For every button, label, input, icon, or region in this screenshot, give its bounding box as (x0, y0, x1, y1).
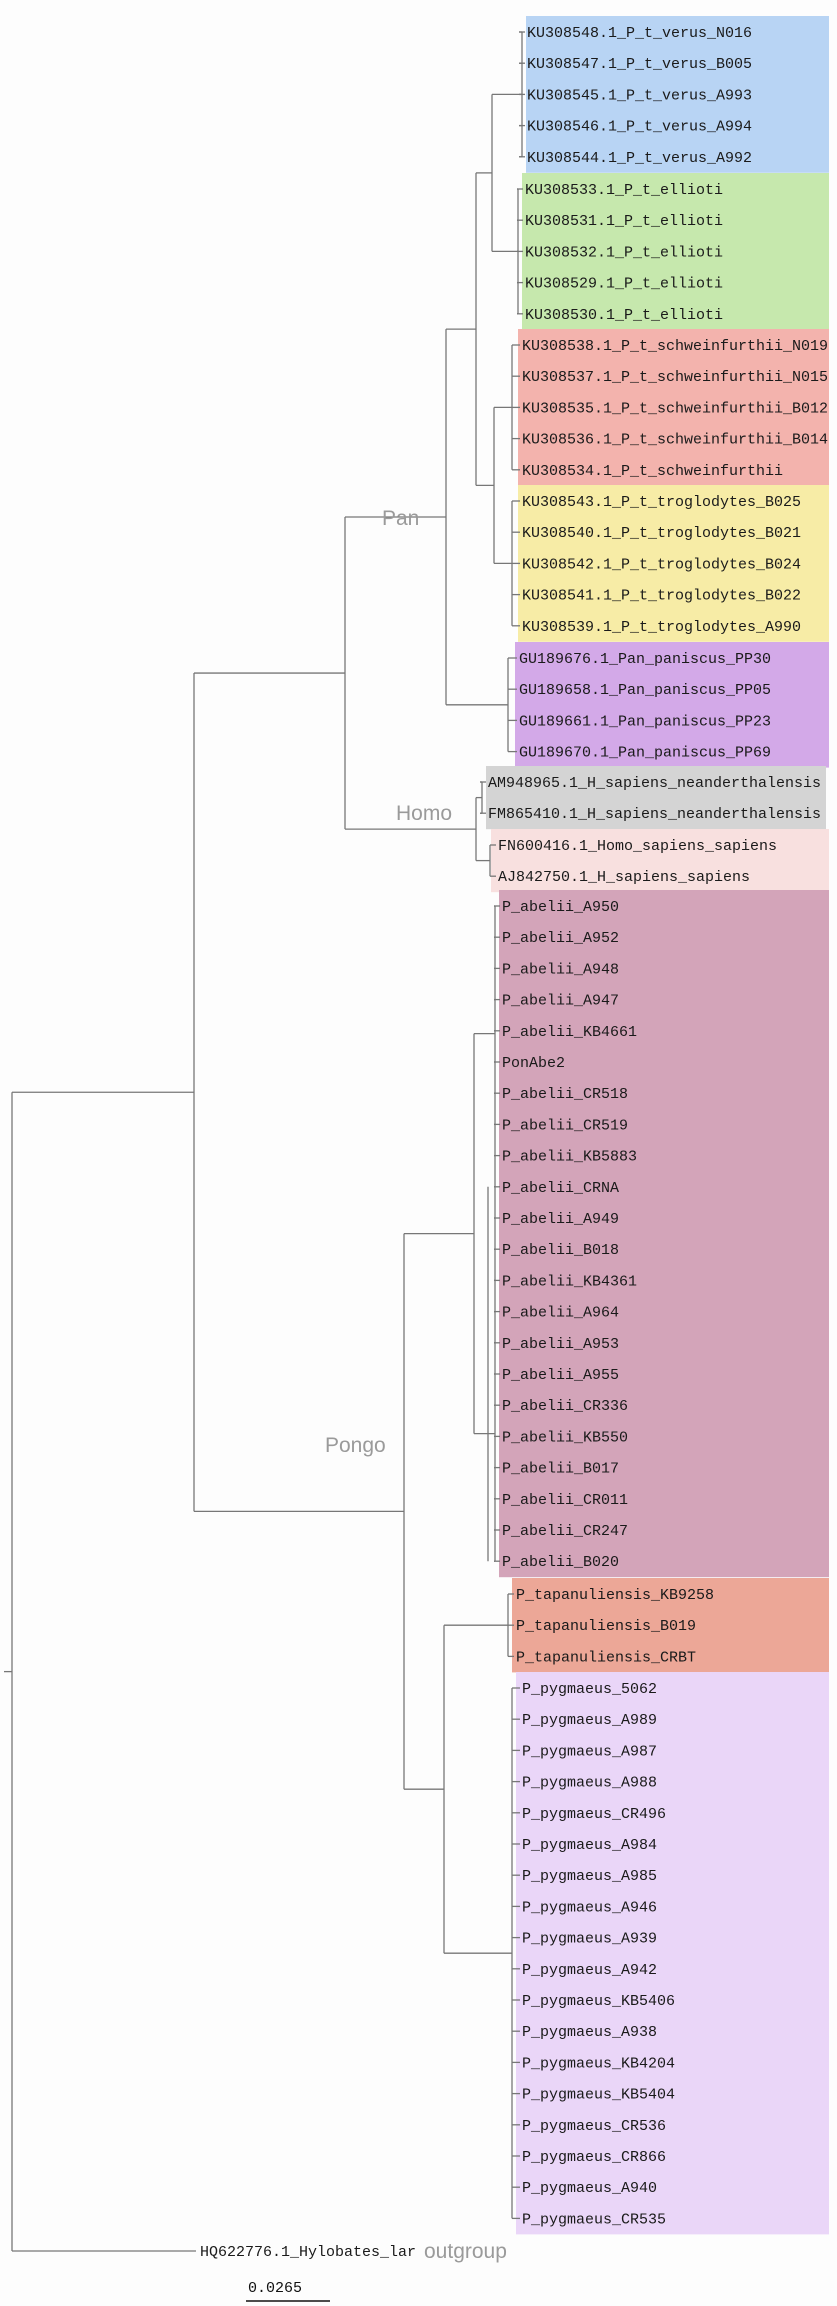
leaf-label: P_abelii_A955 (502, 1367, 619, 1384)
leaf-label: KU308535.1_P_t_schweinfurthii_B012 (522, 400, 828, 417)
tree-branches (4, 31, 525, 2252)
band-tapanuliensis (512, 1578, 829, 1673)
leaf-label: KU308541.1_P_t_troglodytes_B022 (522, 588, 801, 605)
clade-label-homo: Homo (396, 802, 452, 825)
leaf-label: P_abelii_CR519 (502, 1117, 628, 1134)
band-neanderthalensis (486, 766, 826, 830)
leaf-label: P_pygmaeus_A938 (522, 2024, 657, 2041)
clade-highlight-bands (486, 16, 829, 2235)
leaf-label: P_abelii_A949 (502, 1211, 619, 1228)
leaf-label: P_abelii_CR518 (502, 1086, 628, 1103)
leaf-labels: KU308548.1_P_t_verus_N016KU308547.1_P_t_… (488, 25, 828, 2228)
leaf-label: KU308546.1_P_t_verus_A994 (527, 119, 752, 136)
leaf-label: FM865410.1_H_sapiens_neanderthalensis (488, 806, 821, 823)
leaf-label: P_abelii_CR247 (502, 1523, 628, 1540)
leaf-label: KU308533.1_P_t_ellioti (525, 182, 723, 199)
leaf-label: P_abelii_A947 (502, 993, 619, 1010)
leaf-label: KU308529.1_P_t_ellioti (525, 276, 723, 293)
leaf-label: FN600416.1_Homo_sapiens_sapiens (498, 838, 777, 855)
leaf-label: KU308547.1_P_t_verus_B005 (527, 56, 752, 73)
leaf-label: KU308536.1_P_t_schweinfurthii_B014 (522, 432, 828, 449)
leaf-label: P_tapanuliensis_KB9258 (516, 1587, 714, 1604)
leaf-label: PonAbe2 (502, 1055, 565, 1072)
leaf-label: P_pygmaeus_CR536 (522, 2118, 666, 2135)
leaf-label: P_pygmaeus_A939 (522, 1931, 657, 1948)
leaf-label: P_abelii_KB550 (502, 1429, 628, 1446)
leaf-label: KU308537.1_P_t_schweinfurthii_N015 (522, 369, 828, 386)
leaf-label: P_abelii_B017 (502, 1461, 619, 1478)
leaf-label: P_pygmaeus_A940 (522, 2180, 657, 2197)
band-verus (526, 16, 829, 173)
leaf-label: P_pygmaeus_5062 (522, 1681, 657, 1698)
leaf-label: P_pygmaeus_A942 (522, 1962, 657, 1979)
leaf-label: P_pygmaeus_CR496 (522, 1806, 666, 1823)
leaf-label: GU189658.1_Pan_paniscus_PP05 (519, 682, 771, 699)
leaf-label: P_pygmaeus_A984 (522, 1837, 657, 1854)
leaf-label: P_pygmaeus_CR535 (522, 2211, 666, 2228)
leaf-label: P_pygmaeus_A946 (522, 1899, 657, 1916)
clade-label-pongo: Pongo (325, 1434, 386, 1457)
leaf-label: KU308530.1_P_t_ellioti (525, 307, 723, 324)
leaf-label: P_abelii_A952 (502, 930, 619, 947)
leaf-label: P_abelii_CR011 (502, 1492, 628, 1509)
leaf-label: P_abelii_B018 (502, 1242, 619, 1259)
leaf-label: P_pygmaeus_CR866 (522, 2149, 666, 2166)
leaf-label: KU308532.1_P_t_ellioti (525, 244, 723, 261)
band-troglodytes (518, 485, 829, 642)
leaf-label: P_pygmaeus_KB5404 (522, 2087, 675, 2104)
leaf-label: P_abelii_A948 (502, 961, 619, 978)
band-abelii (499, 890, 829, 1578)
clade-label-outgroup: outgroup (424, 2240, 507, 2263)
leaf-label: KU308539.1_P_t_troglodytes_A990 (522, 619, 801, 636)
leaf-label: P_abelii_KB4361 (502, 1273, 637, 1290)
band-sapiens (491, 829, 829, 893)
leaf-label: KU308534.1_P_t_schweinfurthii (522, 463, 783, 480)
leaf-label: P_pygmaeus_KB4204 (522, 2055, 675, 2072)
band-paniscus (515, 642, 829, 768)
band-ellioti (522, 173, 829, 330)
leaf-label: KU308545.1_P_t_verus_A993 (527, 87, 752, 104)
leaf-label: KU308540.1_P_t_troglodytes_B021 (522, 525, 801, 542)
leaf-label: KU308543.1_P_t_troglodytes_B025 (522, 494, 801, 511)
leaf-label: P_abelii_CRNA (502, 1180, 619, 1197)
leaf-label: P_tapanuliensis_CRBT (516, 1649, 696, 1666)
leaf-label: P_abelii_CR336 (502, 1398, 628, 1415)
leaf-label: GU189676.1_Pan_paniscus_PP30 (519, 651, 771, 668)
scale-bar-label: 0.0265 (248, 2280, 302, 2297)
leaf-label: P_abelii_KB5883 (502, 1149, 637, 1166)
leaf-label: AJ842750.1_H_sapiens_sapiens (498, 869, 750, 886)
band-schweinfurthii (518, 329, 829, 486)
leaf-label: P_pygmaeus_KB5406 (522, 1993, 675, 2010)
leaf-label: P_tapanuliensis_B019 (516, 1618, 696, 1635)
leaf-label: KU308531.1_P_t_ellioti (525, 213, 723, 230)
clade-label-pan: Pan (382, 507, 419, 530)
leaf-label: P_abelii_A953 (502, 1336, 619, 1353)
leaf-label: KU308542.1_P_t_troglodytes_B024 (522, 556, 801, 573)
leaf-label: P_pygmaeus_A988 (522, 1775, 657, 1792)
leaf-label: GU189670.1_Pan_paniscus_PP69 (519, 745, 771, 762)
leaf-label: P_pygmaeus_A987 (522, 1743, 657, 1760)
leaf-label: GU189661.1_Pan_paniscus_PP23 (519, 713, 771, 730)
leaf-label: AM948965.1_H_sapiens_neanderthalensis (488, 775, 821, 792)
leaf-label: P_pygmaeus_A985 (522, 1868, 657, 1885)
leaf-label: P_abelii_B020 (502, 1554, 619, 1571)
leaf-label: P_abelii_A950 (502, 899, 619, 916)
leaf-label: KU308538.1_P_t_schweinfurthii_N019 (522, 338, 828, 355)
leaf-label-outgroup: HQ622776.1_Hylobates_lar (200, 2244, 416, 2261)
leaf-label: KU308544.1_P_t_verus_A992 (527, 150, 752, 167)
leaf-label: P_abelii_KB4661 (502, 1024, 637, 1041)
leaf-label: P_abelii_A964 (502, 1305, 619, 1322)
band-pygmaeus (516, 1672, 829, 2235)
leaf-label: KU308548.1_P_t_verus_N016 (527, 25, 752, 42)
leaf-label: P_pygmaeus_A989 (522, 1712, 657, 1729)
